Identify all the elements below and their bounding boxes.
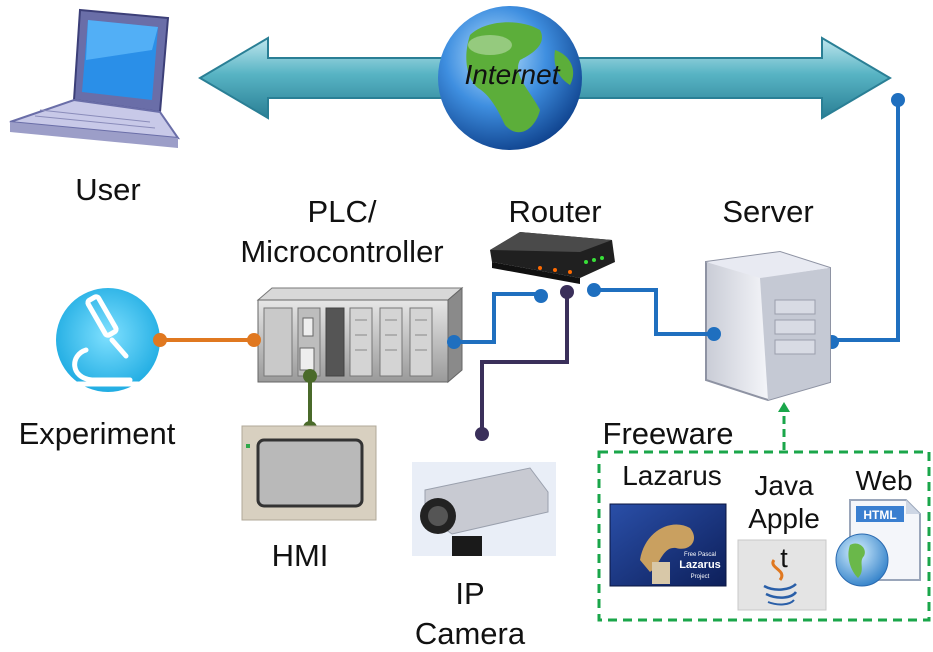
connector-dot [534, 289, 548, 303]
hmi-label: HMI [272, 538, 329, 573]
globe-icon [438, 6, 582, 150]
server-label: Server [722, 194, 813, 229]
lazarus-box-text1: Free Pascal [684, 552, 716, 558]
ip-label-line1: IP [455, 576, 484, 611]
java-label-line1: Java [754, 470, 814, 501]
connector-dot [707, 327, 721, 341]
connector-dot [891, 93, 905, 107]
java-logo [737, 539, 827, 611]
freeware-box [597, 450, 931, 622]
freeware-server-link [778, 402, 790, 450]
html-web-icon: HTML [835, 499, 921, 587]
lazarus-logo: Free Pascal Lazarus Project [609, 503, 727, 587]
server-icon [705, 250, 831, 402]
connector-dot [560, 285, 574, 299]
lazarus-label: Lazarus [622, 460, 722, 491]
connector-dot [247, 333, 261, 347]
web-label: Web [855, 465, 912, 496]
laptop-icon [9, 8, 181, 148]
router-server-link [594, 288, 714, 336]
java-label-line2: Apple [748, 503, 820, 534]
microscope-icon [56, 288, 160, 392]
ip-camera-icon [412, 462, 556, 556]
user-label: User [75, 172, 140, 207]
connector-dot [475, 427, 489, 441]
connector-dot [587, 283, 601, 297]
plc-label-line2: Microcontroller [240, 234, 443, 269]
freeware-label: Freeware [603, 416, 734, 451]
html-badge: HTML [863, 508, 896, 522]
server-internet-link [832, 100, 900, 342]
experiment-label: Experiment [19, 416, 176, 451]
router-camera-link [480, 292, 569, 432]
router-icon [490, 232, 615, 284]
router-label: Router [508, 194, 601, 229]
plc-router-link [454, 292, 540, 344]
plc-label-line1: PLC/ [308, 194, 377, 229]
lazarus-box-text2: Lazarus [679, 559, 721, 571]
lazarus-box-text3: Project [691, 574, 710, 580]
ip-label-line2: Camera [415, 616, 526, 651]
connector-dot [153, 333, 167, 347]
plc-icon [256, 286, 464, 384]
connector-dot [447, 335, 461, 349]
java-label-line3: t [780, 543, 788, 573]
internet-label: Internet [465, 59, 561, 90]
hmi-screen-icon [241, 425, 377, 521]
connector-dot [303, 369, 317, 383]
